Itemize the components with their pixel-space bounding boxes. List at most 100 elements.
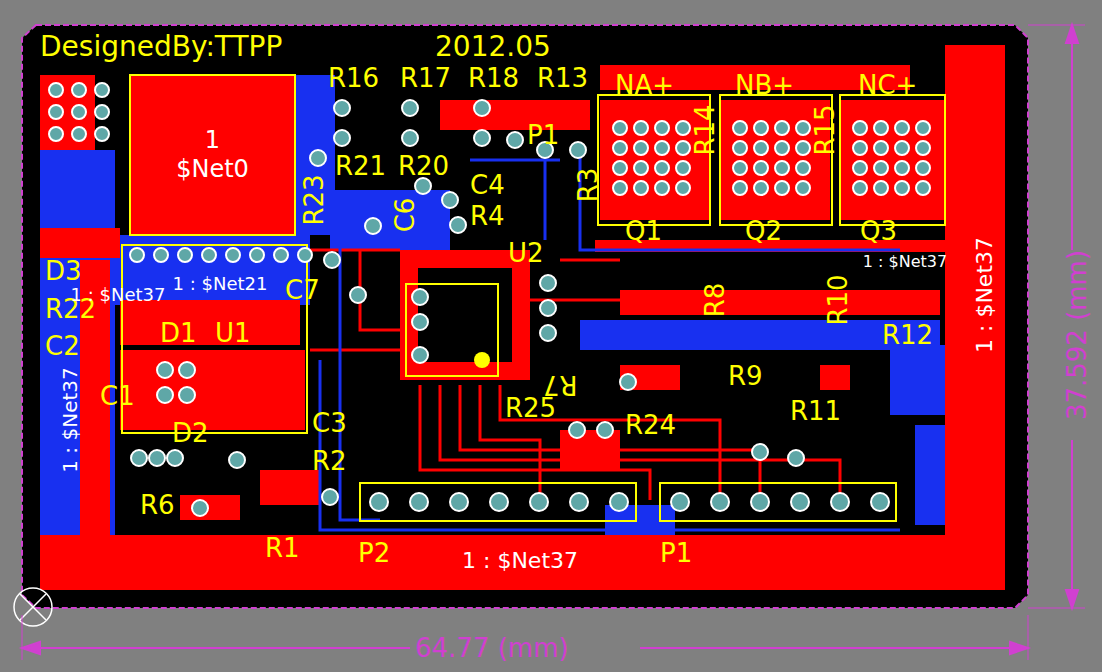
designator-label: R10 (825, 274, 851, 325)
pad (154, 248, 168, 262)
designator-label: C1 (100, 383, 135, 409)
designator-label: R21 (335, 153, 386, 179)
pad (874, 121, 888, 135)
pad (791, 493, 809, 511)
designator-label: R16 (328, 65, 379, 91)
pad (775, 181, 789, 195)
pad (754, 181, 768, 195)
pad (916, 181, 930, 195)
pad (916, 161, 930, 175)
pad (874, 161, 888, 175)
pad (49, 127, 63, 141)
dimension-label: 37.592 (mm) (1064, 250, 1090, 420)
pad (450, 217, 466, 233)
pad (613, 141, 627, 155)
designator-label: D2 (172, 420, 209, 446)
designator-label: R14 (692, 104, 718, 155)
pad (733, 161, 747, 175)
pad (157, 387, 173, 403)
designator-label: NA+ (615, 72, 674, 98)
pad (754, 161, 768, 175)
pad (412, 314, 428, 330)
pad (412, 289, 428, 305)
pad (895, 121, 909, 135)
pad (733, 141, 747, 155)
pad (334, 130, 350, 146)
designator-label: DesignedBy:TTPP (40, 33, 282, 61)
designator-label: R9 (728, 363, 763, 389)
pad (634, 141, 648, 155)
pad (178, 248, 192, 262)
pad (853, 121, 867, 135)
pad (49, 105, 63, 119)
pad (49, 83, 63, 97)
designator-label: R8 (702, 283, 728, 318)
designator-label: U2 (508, 240, 544, 266)
net-label: 1 : $Net37 (462, 550, 578, 572)
pad (507, 132, 523, 148)
designator-label: R23 (301, 174, 327, 225)
pad (179, 387, 195, 403)
pad (410, 493, 428, 511)
designator-label: R1 (265, 535, 300, 561)
pad (570, 493, 588, 511)
pad (751, 493, 769, 511)
pad (916, 141, 930, 155)
pad (412, 347, 428, 363)
pad (250, 248, 264, 262)
designator-label: R12 (882, 322, 933, 348)
pad (853, 141, 867, 155)
pad (72, 105, 86, 119)
pad (402, 100, 418, 116)
pad (671, 493, 689, 511)
pad (853, 161, 867, 175)
designator-label: R20 (398, 153, 449, 179)
pad (450, 493, 468, 511)
pad (775, 141, 789, 155)
designator-label: Q2 (745, 218, 782, 244)
pad (634, 181, 648, 195)
pad (620, 374, 636, 390)
pad (95, 127, 109, 141)
pad (634, 161, 648, 175)
designator-label: Q3 (860, 218, 897, 244)
net-label: 1 $Net0 (168, 126, 258, 184)
pad (752, 444, 768, 460)
net-label: 1 : $Net37 (60, 367, 80, 472)
pad (365, 218, 381, 234)
pad (72, 83, 86, 97)
designator-label: R3 (575, 168, 601, 203)
designator-label: C7 (285, 277, 320, 303)
pad (192, 500, 208, 516)
pad (613, 161, 627, 175)
pad (569, 422, 585, 438)
pad (874, 141, 888, 155)
pad (788, 450, 804, 466)
pad (474, 100, 490, 116)
designator-label: U1 (215, 320, 251, 346)
net-label: 1 : $Net21 (173, 275, 268, 293)
pad (530, 493, 548, 511)
pad (871, 493, 889, 511)
pad (733, 181, 747, 195)
designator-label: 2012.05 (435, 33, 551, 61)
pad (676, 161, 690, 175)
pad (676, 141, 690, 155)
pad (72, 127, 86, 141)
designator-label: P1 (660, 540, 692, 566)
pad (676, 121, 690, 135)
designator-label: R4 (470, 203, 505, 229)
pad (540, 325, 556, 341)
copper-pad: 1 $Net0 (130, 75, 295, 235)
pad (634, 121, 648, 135)
pad (655, 121, 669, 135)
designator-label: Q1 (625, 218, 662, 244)
pad (895, 161, 909, 175)
pad (610, 493, 628, 511)
pad (95, 83, 109, 97)
pad (95, 105, 109, 119)
pad (274, 248, 288, 262)
designator-label: C4 (470, 172, 505, 198)
pad (298, 248, 312, 262)
